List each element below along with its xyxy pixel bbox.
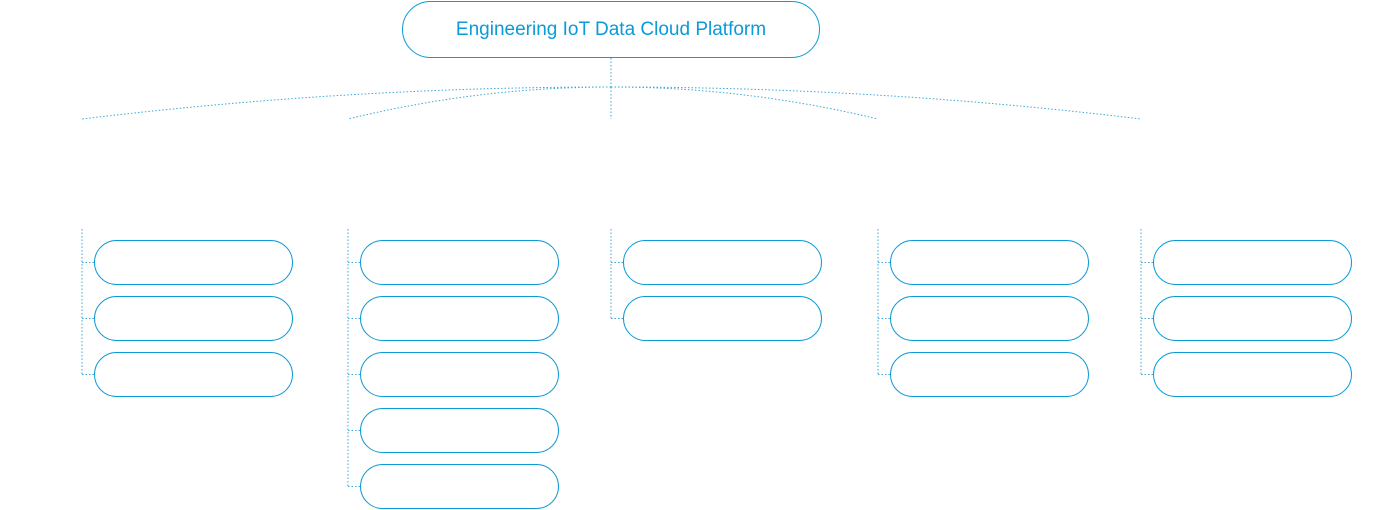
branch-connector-4 xyxy=(610,86,879,120)
child-node xyxy=(360,352,559,397)
child-node xyxy=(94,296,293,341)
child-node xyxy=(1153,352,1352,397)
child-node xyxy=(360,240,559,285)
child-node xyxy=(1153,296,1352,341)
child-node xyxy=(890,352,1089,397)
child-node xyxy=(360,464,559,509)
child-node xyxy=(623,240,822,285)
branch-connector-5 xyxy=(610,86,1142,120)
branch-connector-1 xyxy=(81,86,612,120)
child-node xyxy=(890,240,1089,285)
child-node xyxy=(360,296,559,341)
root-node-label: Engineering IoT Data Cloud Platform xyxy=(455,18,767,40)
child-node xyxy=(94,240,293,285)
child-node xyxy=(623,296,822,341)
child-node xyxy=(890,296,1089,341)
branch-connector-2 xyxy=(347,86,612,120)
root-node: Engineering IoT Data Cloud Platform xyxy=(402,1,820,58)
child-node xyxy=(1153,240,1352,285)
child-node xyxy=(94,352,293,397)
child-node xyxy=(360,408,559,453)
